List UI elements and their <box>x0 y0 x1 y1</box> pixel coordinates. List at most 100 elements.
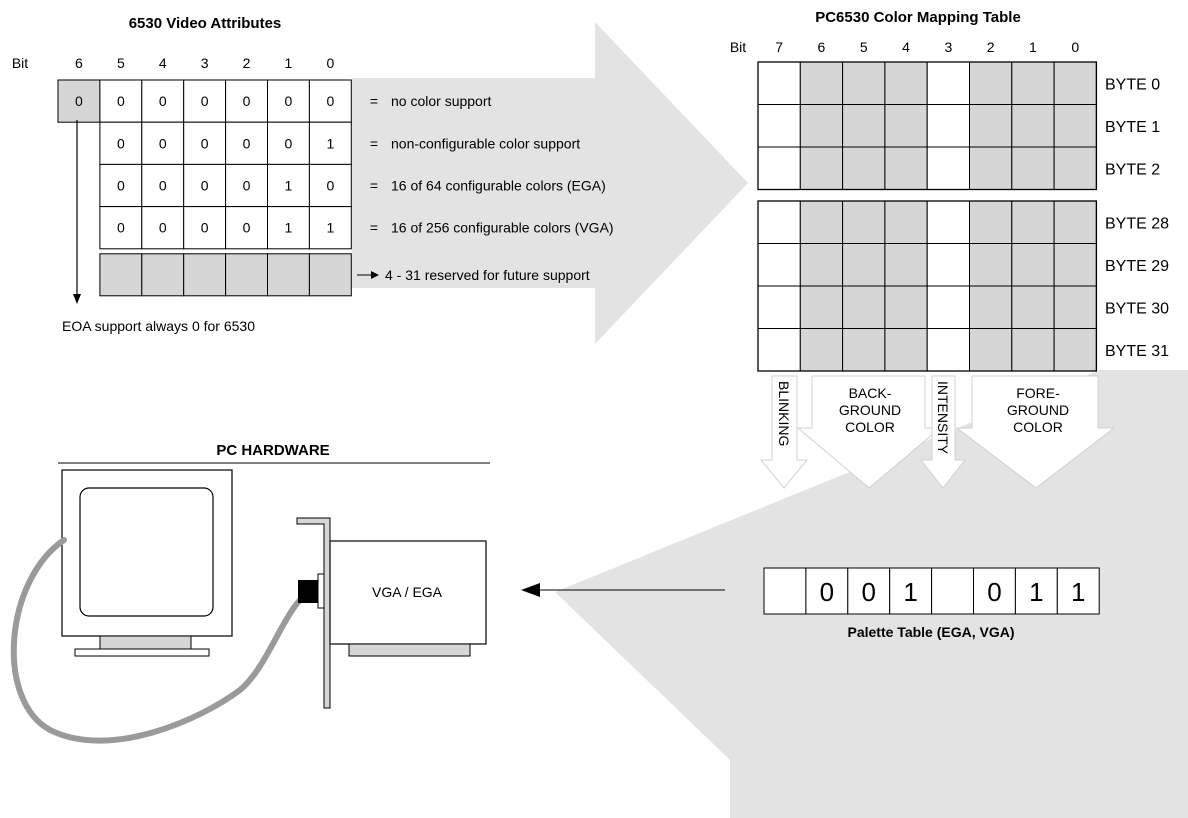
mapping-cell <box>799 146 844 190</box>
video-bit-2: 2 <box>243 55 251 71</box>
mapping-cell <box>926 61 971 105</box>
mapping-cell <box>799 61 844 105</box>
mapping-cell <box>926 200 971 244</box>
attr-cell-value: 0 <box>117 220 125 236</box>
reserved-cell <box>183 253 227 297</box>
attr-cell <box>225 206 269 250</box>
mapping-cell <box>1011 328 1055 372</box>
mapping-bit-2: 2 <box>987 39 995 55</box>
mapping-bit-1: 1 <box>1029 39 1037 55</box>
mapping-cell <box>757 328 801 372</box>
mapping-cell <box>926 146 971 190</box>
mapping-cell <box>799 200 844 244</box>
background-label-3: COLOR <box>845 419 895 435</box>
attr-cell <box>267 121 310 165</box>
attr-description: 16 of 64 configurable colors (EGA) <box>391 178 606 194</box>
mapping-cell <box>884 328 928 372</box>
mapping-bit-3: 3 <box>944 39 952 55</box>
mapping-cell <box>842 104 886 148</box>
video-bit-5: 5 <box>117 55 125 71</box>
mapping-cell <box>969 200 1013 244</box>
attr-cell <box>141 79 185 123</box>
monitor-base <box>74 648 210 657</box>
mapping-cell <box>842 146 886 190</box>
video-bit-6: 6 <box>75 55 83 71</box>
mapping-cell <box>799 285 844 329</box>
attr-cell-value: 0 <box>159 93 167 109</box>
attr-cell-value: 0 <box>285 93 293 109</box>
mapping-cell <box>799 328 844 372</box>
mapping-cell <box>884 61 928 105</box>
attr-cell-value: 1 <box>326 220 334 236</box>
mapping-cell <box>757 243 801 287</box>
mapping-bit-7: 7 <box>775 39 783 55</box>
video-bit-0: 0 <box>326 55 334 71</box>
palette-cell-value: 0 <box>820 577 834 607</box>
mapping-bit-4: 4 <box>902 39 910 55</box>
attr-cell <box>141 206 185 250</box>
video-bit-3: 3 <box>201 55 209 71</box>
blinking-arrow <box>759 375 809 489</box>
byte-label: BYTE 29 <box>1105 258 1169 275</box>
mapping-cell <box>1011 146 1055 190</box>
intensity-label: INTENSITY <box>935 381 951 455</box>
reserved-cell <box>225 253 269 297</box>
palette-cell <box>973 567 1016 615</box>
foreground-label-2: GROUND <box>1007 402 1069 418</box>
video-bit-label: Bit <box>12 55 28 71</box>
mapping-cell <box>757 146 801 190</box>
mapping-cell <box>1011 285 1055 329</box>
attr-cell <box>308 121 352 165</box>
attr-cell-value: 0 <box>285 135 293 151</box>
palette-cell-value: 1 <box>1029 577 1043 607</box>
attr-cell <box>267 206 310 250</box>
attr-description: 16 of 256 configurable colors (VGA) <box>391 220 614 236</box>
palette-to-card-arrowhead <box>521 583 540 597</box>
mapping-bit-5: 5 <box>860 39 868 55</box>
mapping-cell <box>842 243 886 287</box>
hardware-title: PC HARDWARE <box>216 442 329 459</box>
palette-cell <box>1014 567 1058 615</box>
mapping-cell <box>799 243 844 287</box>
attr-cell <box>141 163 185 208</box>
attr-cell-value: 0 <box>159 135 167 151</box>
attr-equals: = <box>370 220 378 236</box>
mapping-cell <box>799 104 844 148</box>
byte-label: BYTE 28 <box>1105 215 1169 232</box>
byte-label: BYTE 0 <box>1105 76 1160 93</box>
attr-cell <box>267 163 310 208</box>
attr-cell <box>183 121 227 165</box>
eoa-cell-value: 0 <box>75 93 83 109</box>
mapping-cell <box>842 200 886 244</box>
background-label-2: GROUND <box>839 402 901 418</box>
reserved-cell <box>99 253 143 297</box>
mapping-cell <box>969 285 1013 329</box>
attr-cell-value: 0 <box>326 93 334 109</box>
mapping-cell <box>1053 243 1097 287</box>
mapping-cell <box>926 243 971 287</box>
attr-equals: = <box>370 178 378 194</box>
mapping-cell <box>1053 61 1097 105</box>
attr-cell-value: 0 <box>243 93 251 109</box>
attr-cell <box>308 206 352 250</box>
mapping-cell <box>1053 328 1097 372</box>
attr-cell-value: 1 <box>326 135 334 151</box>
mapping-cell <box>1011 200 1055 244</box>
palette-cell-value: 0 <box>862 577 876 607</box>
attr-cell-value: 0 <box>117 93 125 109</box>
mapping-cell <box>842 285 886 329</box>
mapping-cell <box>969 104 1013 148</box>
graphics-card: VGA / EGA <box>296 517 487 709</box>
mapping-bit-0: 0 <box>1071 39 1079 55</box>
attr-cell <box>99 121 143 165</box>
mapping-cell <box>969 61 1013 105</box>
mapping-cell <box>1011 243 1055 287</box>
mapping-cell <box>884 146 928 190</box>
attr-cell-value: 0 <box>326 178 334 194</box>
palette-cell <box>931 567 974 615</box>
attr-cell-value: 1 <box>285 178 293 194</box>
mapping-block-outline <box>757 61 1098 191</box>
